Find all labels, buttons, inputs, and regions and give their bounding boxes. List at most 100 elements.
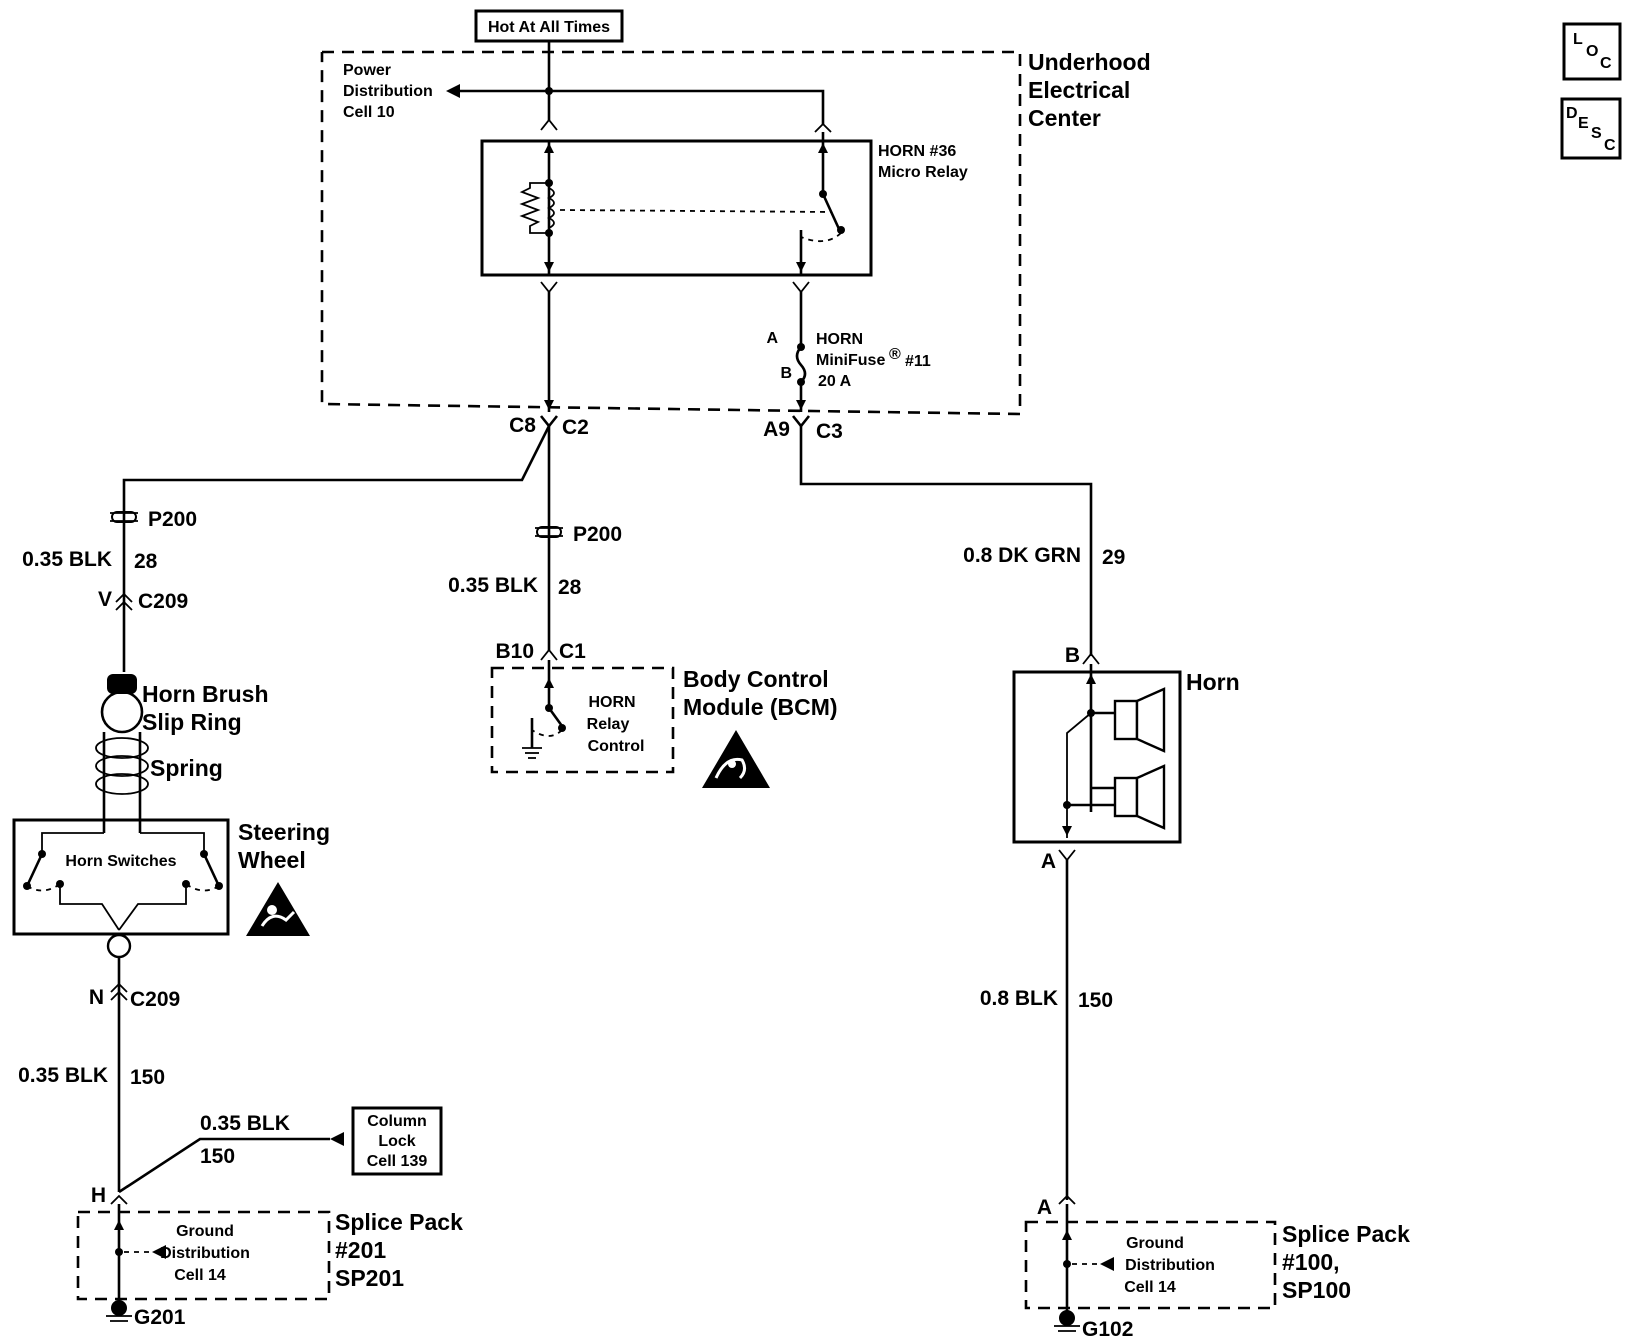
horn-switch-right bbox=[202, 853, 220, 885]
bcm-boundary bbox=[490, 666, 675, 774]
svg-text:Cell 10: Cell 10 bbox=[343, 104, 395, 121]
svg-text:HORN: HORN bbox=[816, 331, 863, 348]
desc-button[interactable]: D E S C bbox=[1560, 97, 1622, 160]
label-a9: A9 bbox=[763, 418, 790, 441]
label-right-gauge2: 0.8 BLK bbox=[980, 987, 1058, 1010]
horn-micro-relay bbox=[480, 139, 873, 277]
loc-o: O bbox=[1586, 43, 1598, 60]
loc-l: L bbox=[1573, 31, 1583, 48]
esd-warning-icon bbox=[702, 730, 770, 788]
label-pin-v: V bbox=[98, 588, 112, 611]
desc-e: E bbox=[1578, 115, 1589, 132]
label-middle-circuit: 28 bbox=[558, 576, 582, 599]
label-c2: C2 bbox=[562, 416, 589, 439]
svg-text:Cell 14: Cell 14 bbox=[1124, 1279, 1176, 1296]
label-left-gauge2: 0.35 BLK bbox=[18, 1064, 108, 1087]
svg-text:SP100: SP100 bbox=[1282, 1277, 1351, 1303]
svg-text:Control: Control bbox=[588, 738, 645, 755]
label-horn-pin-a: A bbox=[1041, 850, 1056, 873]
svg-text:B: B bbox=[780, 365, 792, 382]
wire-right-29 bbox=[799, 426, 1093, 656]
ground-g102-icon bbox=[1054, 1310, 1080, 1332]
desc-c: C bbox=[1604, 137, 1616, 154]
label-c209-bottom: C209 bbox=[130, 988, 180, 1011]
label-right-circuit2: 150 bbox=[1078, 989, 1113, 1012]
svg-text:SP201: SP201 bbox=[335, 1265, 404, 1291]
label-splice-pin-a: A bbox=[1037, 1196, 1052, 1219]
connector-c8-c2 bbox=[539, 415, 559, 429]
splice-pack-201 bbox=[76, 1210, 331, 1301]
connector-a9-c3 bbox=[791, 415, 811, 429]
label-left-circuit1: 28 bbox=[134, 550, 158, 573]
svg-text:20 A: 20 A bbox=[818, 373, 852, 390]
fuse-label: A B HORN MiniFuse ® #11 20 A bbox=[766, 330, 930, 390]
label-left-gauge1: 0.35 BLK bbox=[22, 548, 112, 571]
svg-text:®: ® bbox=[889, 346, 901, 363]
arrow-left-icon bbox=[446, 84, 460, 98]
label-middle-gauge: 0.35 BLK bbox=[448, 574, 538, 597]
arrow-left-icon bbox=[330, 1132, 344, 1146]
svg-text:Cell 14: Cell 14 bbox=[174, 1267, 226, 1284]
horn-box bbox=[1012, 670, 1182, 844]
label-branch-circuit: 150 bbox=[200, 1145, 235, 1168]
bcm-relay-switch bbox=[547, 707, 564, 727]
desc-s: S bbox=[1591, 125, 1602, 142]
steering-wheel-box bbox=[12, 818, 230, 936]
splice-100-inner-label: Ground Distribution Cell 14 bbox=[1124, 1235, 1215, 1296]
label-horn-pin-b: B bbox=[1065, 644, 1080, 667]
svg-text:Ground: Ground bbox=[176, 1223, 234, 1240]
svg-text:Steering: Steering bbox=[238, 819, 330, 845]
svg-text:Underhood: Underhood bbox=[1028, 49, 1151, 75]
svg-text:HORN: HORN bbox=[588, 694, 635, 711]
label-horn: Horn bbox=[1186, 669, 1240, 695]
horn-speaker-icon bbox=[1113, 764, 1166, 830]
svg-text:Slip Ring: Slip Ring bbox=[142, 709, 242, 735]
svg-text:Lock: Lock bbox=[378, 1133, 415, 1150]
svg-text:Horn Brush: Horn Brush bbox=[142, 681, 269, 707]
label-c1: C1 bbox=[559, 640, 586, 663]
loc-button[interactable]: L O C bbox=[1562, 22, 1622, 81]
column-lock-box[interactable]: Column Lock Cell 139 bbox=[351, 1106, 443, 1176]
power-distribution-label: Power Distribution Cell 10 bbox=[343, 62, 433, 121]
airbag-warning-icon bbox=[246, 882, 310, 936]
label-steering-wheel: Steering Wheel bbox=[238, 819, 330, 873]
splice-100-label: Splice Pack #100, SP100 bbox=[1282, 1221, 1410, 1303]
svg-text:Distribution: Distribution bbox=[1125, 1257, 1215, 1274]
svg-text:MiniFuse: MiniFuse bbox=[816, 352, 885, 369]
label-left-circuit2: 150 bbox=[130, 1066, 165, 1089]
horn-speaker-icon bbox=[1113, 687, 1166, 753]
desc-d: D bbox=[1566, 105, 1578, 122]
uec-title: Underhood Electrical Center bbox=[1028, 49, 1151, 131]
label-pin-n: N bbox=[89, 986, 104, 1009]
splice-201-inner-label: Ground Distribution Cell 14 bbox=[160, 1223, 250, 1284]
label-branch-gauge: 0.35 BLK bbox=[200, 1112, 290, 1135]
svg-text:Distribution: Distribution bbox=[160, 1245, 250, 1262]
uec-boundary bbox=[320, 50, 1022, 416]
svg-text:Relay: Relay bbox=[587, 716, 630, 733]
horn-relay-label: HORN #36 Micro Relay bbox=[878, 143, 968, 181]
splice-201-label: Splice Pack #201 SP201 bbox=[335, 1209, 463, 1291]
svg-text:#201: #201 bbox=[335, 1237, 386, 1263]
bcm-ground-icon bbox=[522, 747, 542, 759]
svg-text:Cell 139: Cell 139 bbox=[367, 1153, 428, 1170]
label-g102: G102 bbox=[1082, 1318, 1133, 1341]
svg-text:Column: Column bbox=[367, 1113, 427, 1130]
svg-text:Power: Power bbox=[343, 62, 391, 79]
hot-at-all-times-label: Hot At All Times bbox=[474, 9, 624, 43]
label-horn-brush: Horn Brush Slip Ring bbox=[142, 681, 269, 735]
wire-column-lock bbox=[118, 1137, 330, 1194]
label-right-circuit1: 29 bbox=[1102, 546, 1125, 569]
relay-switch-arm bbox=[821, 193, 841, 230]
label-c8: C8 bbox=[509, 414, 536, 437]
splice-pack-100 bbox=[1024, 1220, 1277, 1310]
relay-coil bbox=[546, 187, 555, 229]
spring-coil bbox=[95, 732, 149, 833]
label-p200-left: P200 bbox=[148, 508, 197, 531]
svg-text:#11: #11 bbox=[905, 353, 931, 370]
label-right-gauge1: 0.8 DK GRN bbox=[963, 544, 1081, 567]
splice-p200-left bbox=[110, 511, 138, 523]
svg-text:Micro Relay: Micro Relay bbox=[878, 164, 968, 181]
horn-switch-left bbox=[26, 853, 44, 885]
ground-g201-icon bbox=[106, 1300, 132, 1322]
svg-text:Wheel: Wheel bbox=[238, 847, 306, 873]
